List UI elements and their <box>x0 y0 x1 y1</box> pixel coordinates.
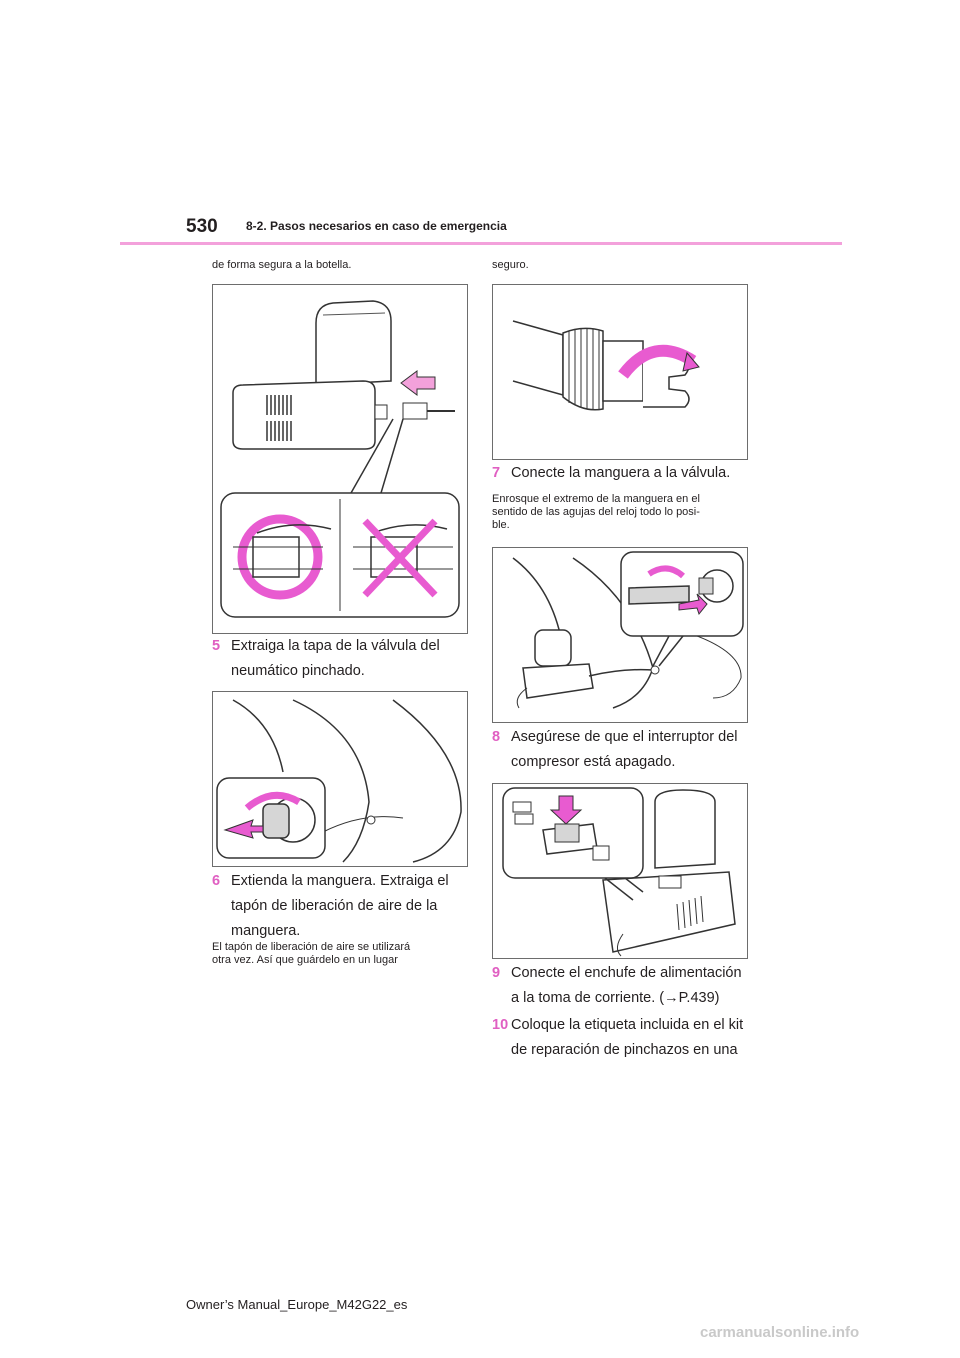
right-intro-text: seguro. <box>492 259 529 271</box>
valve-cap-illustration <box>216 699 462 863</box>
bottle-connection-illustration <box>220 300 460 618</box>
figure-hose-cap <box>492 284 748 460</box>
step-8: 8 Asegúrese de que el interruptor del co… <box>492 725 752 775</box>
step-8-line-2: compresor está apagado. <box>511 754 676 770</box>
step-8-line-1: Asegúrese de que el interruptor del <box>511 729 738 745</box>
step-7-note-line-2: sentido de las agujas del reloj todo lo … <box>492 506 700 518</box>
step-6-note-line-1: El tapón de liberación de aire se utiliz… <box>212 941 411 953</box>
hose-cap-illustration <box>512 320 700 411</box>
step-6-number: 6 <box>212 873 221 889</box>
step-10-line-2: de reparación de pinchazos en una <box>511 1042 738 1058</box>
watermark: carmanualsonline.info <box>700 1324 860 1341</box>
step-7-line-1: Conecte la manguera a la válvula. <box>511 465 731 481</box>
step-9-line-1: Conecte el enchufe de alimentación <box>511 965 742 981</box>
step-6-line-2: tapón de liberación de aire de la <box>231 898 438 914</box>
figure-hose-to-valve <box>492 547 748 723</box>
step-5: 5 Extraiga la tapa de la válvula del neu… <box>212 634 472 684</box>
step-7: 7 Conecte la manguera a la válvula. <box>492 461 752 486</box>
step-10-number: 10 <box>492 1017 509 1033</box>
step-7-note-line-3: ble. <box>492 519 510 531</box>
section-title: 8-2. Pasos necesarios en caso de emergen… <box>246 219 507 233</box>
step-9-number: 9 <box>492 965 501 981</box>
hose-to-valve-illustration <box>512 551 744 709</box>
step-7-note-line-1: Enrosque el extremo de la manguera en el <box>492 493 700 505</box>
step-9-line-2: a la toma de corriente. (→P.439) <box>511 990 720 1006</box>
left-intro-text: de forma segura a la botella. <box>212 259 352 271</box>
step-5-number: 5 <box>212 638 221 654</box>
header-rule <box>120 242 842 245</box>
step-6: 6 Extienda la manguera. Extraiga el tapó… <box>212 869 472 944</box>
page-number: 530 <box>186 216 218 237</box>
figure-bottle-connection <box>212 284 468 634</box>
step-5-line-2: neumático pinchado. <box>231 663 365 679</box>
figure-compressor-switch <box>492 783 748 959</box>
step-9: 9 Conecte el enchufe de alimentación a l… <box>492 961 752 1011</box>
step-6-line-1: Extienda la manguera. Extraiga el <box>231 873 449 889</box>
step-10: 10 Coloque la etiqueta incluida en el ki… <box>492 1013 752 1063</box>
step-6-line-3: manguera. <box>231 923 301 939</box>
step-5-line-1: Extraiga la tapa de la válvula del <box>231 638 440 654</box>
step-7-number: 7 <box>492 465 501 481</box>
figure-valve-cap <box>212 691 468 867</box>
compressor-switch-illustration <box>502 787 736 957</box>
step-10-line-1: Coloque la etiqueta incluida en el kit <box>511 1017 744 1033</box>
step-6-note-line-2: otra vez. Así que guárdelo en un lugar <box>212 954 398 966</box>
step-8-number: 8 <box>492 729 501 745</box>
footer-manual-id: Owner’s Manual_Europe_M42G22_es <box>186 1297 408 1312</box>
